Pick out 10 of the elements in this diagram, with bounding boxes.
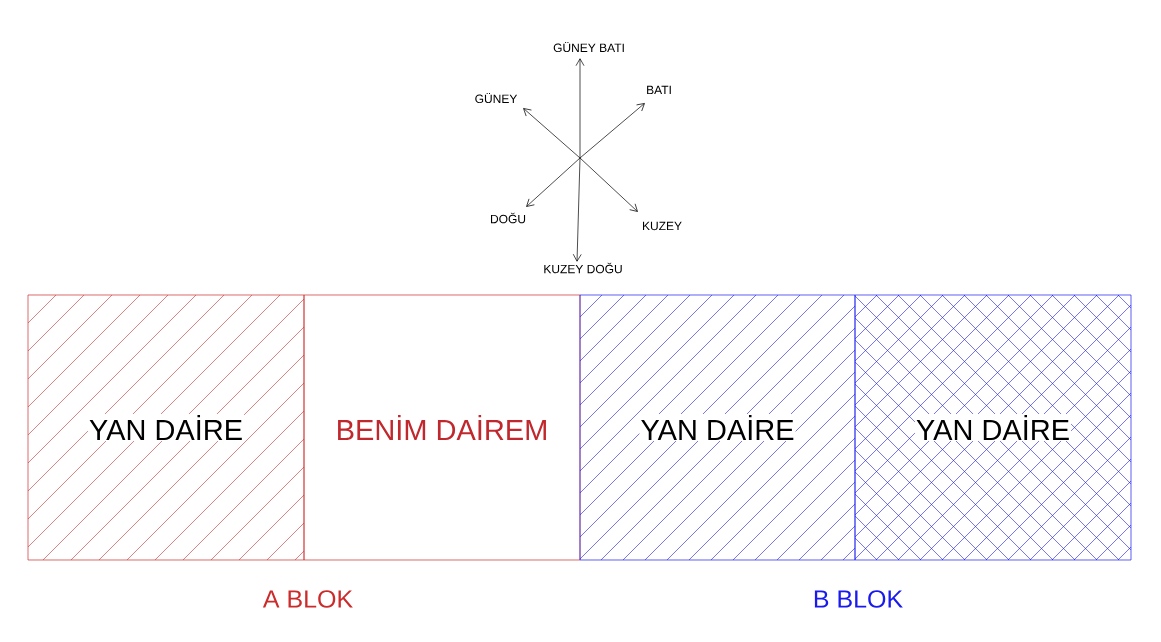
direction-label: KUZEY DOĞU — [544, 262, 622, 274]
apartment-box: BENİM DAİREM — [303, 294, 581, 561]
hatched-box: YAN DAİRE — [854, 294, 1132, 561]
block-label: A BLOK — [262, 590, 353, 608]
direction-label: DOĞU — [491, 212, 526, 224]
direction-label: KUZEY — [643, 221, 682, 231]
direction-label: BATI — [647, 85, 671, 95]
direction-label: GÜNEY — [475, 92, 518, 104]
direction-label: GÜNEY BATI — [553, 41, 624, 53]
block-label: B BLOK — [814, 590, 903, 608]
